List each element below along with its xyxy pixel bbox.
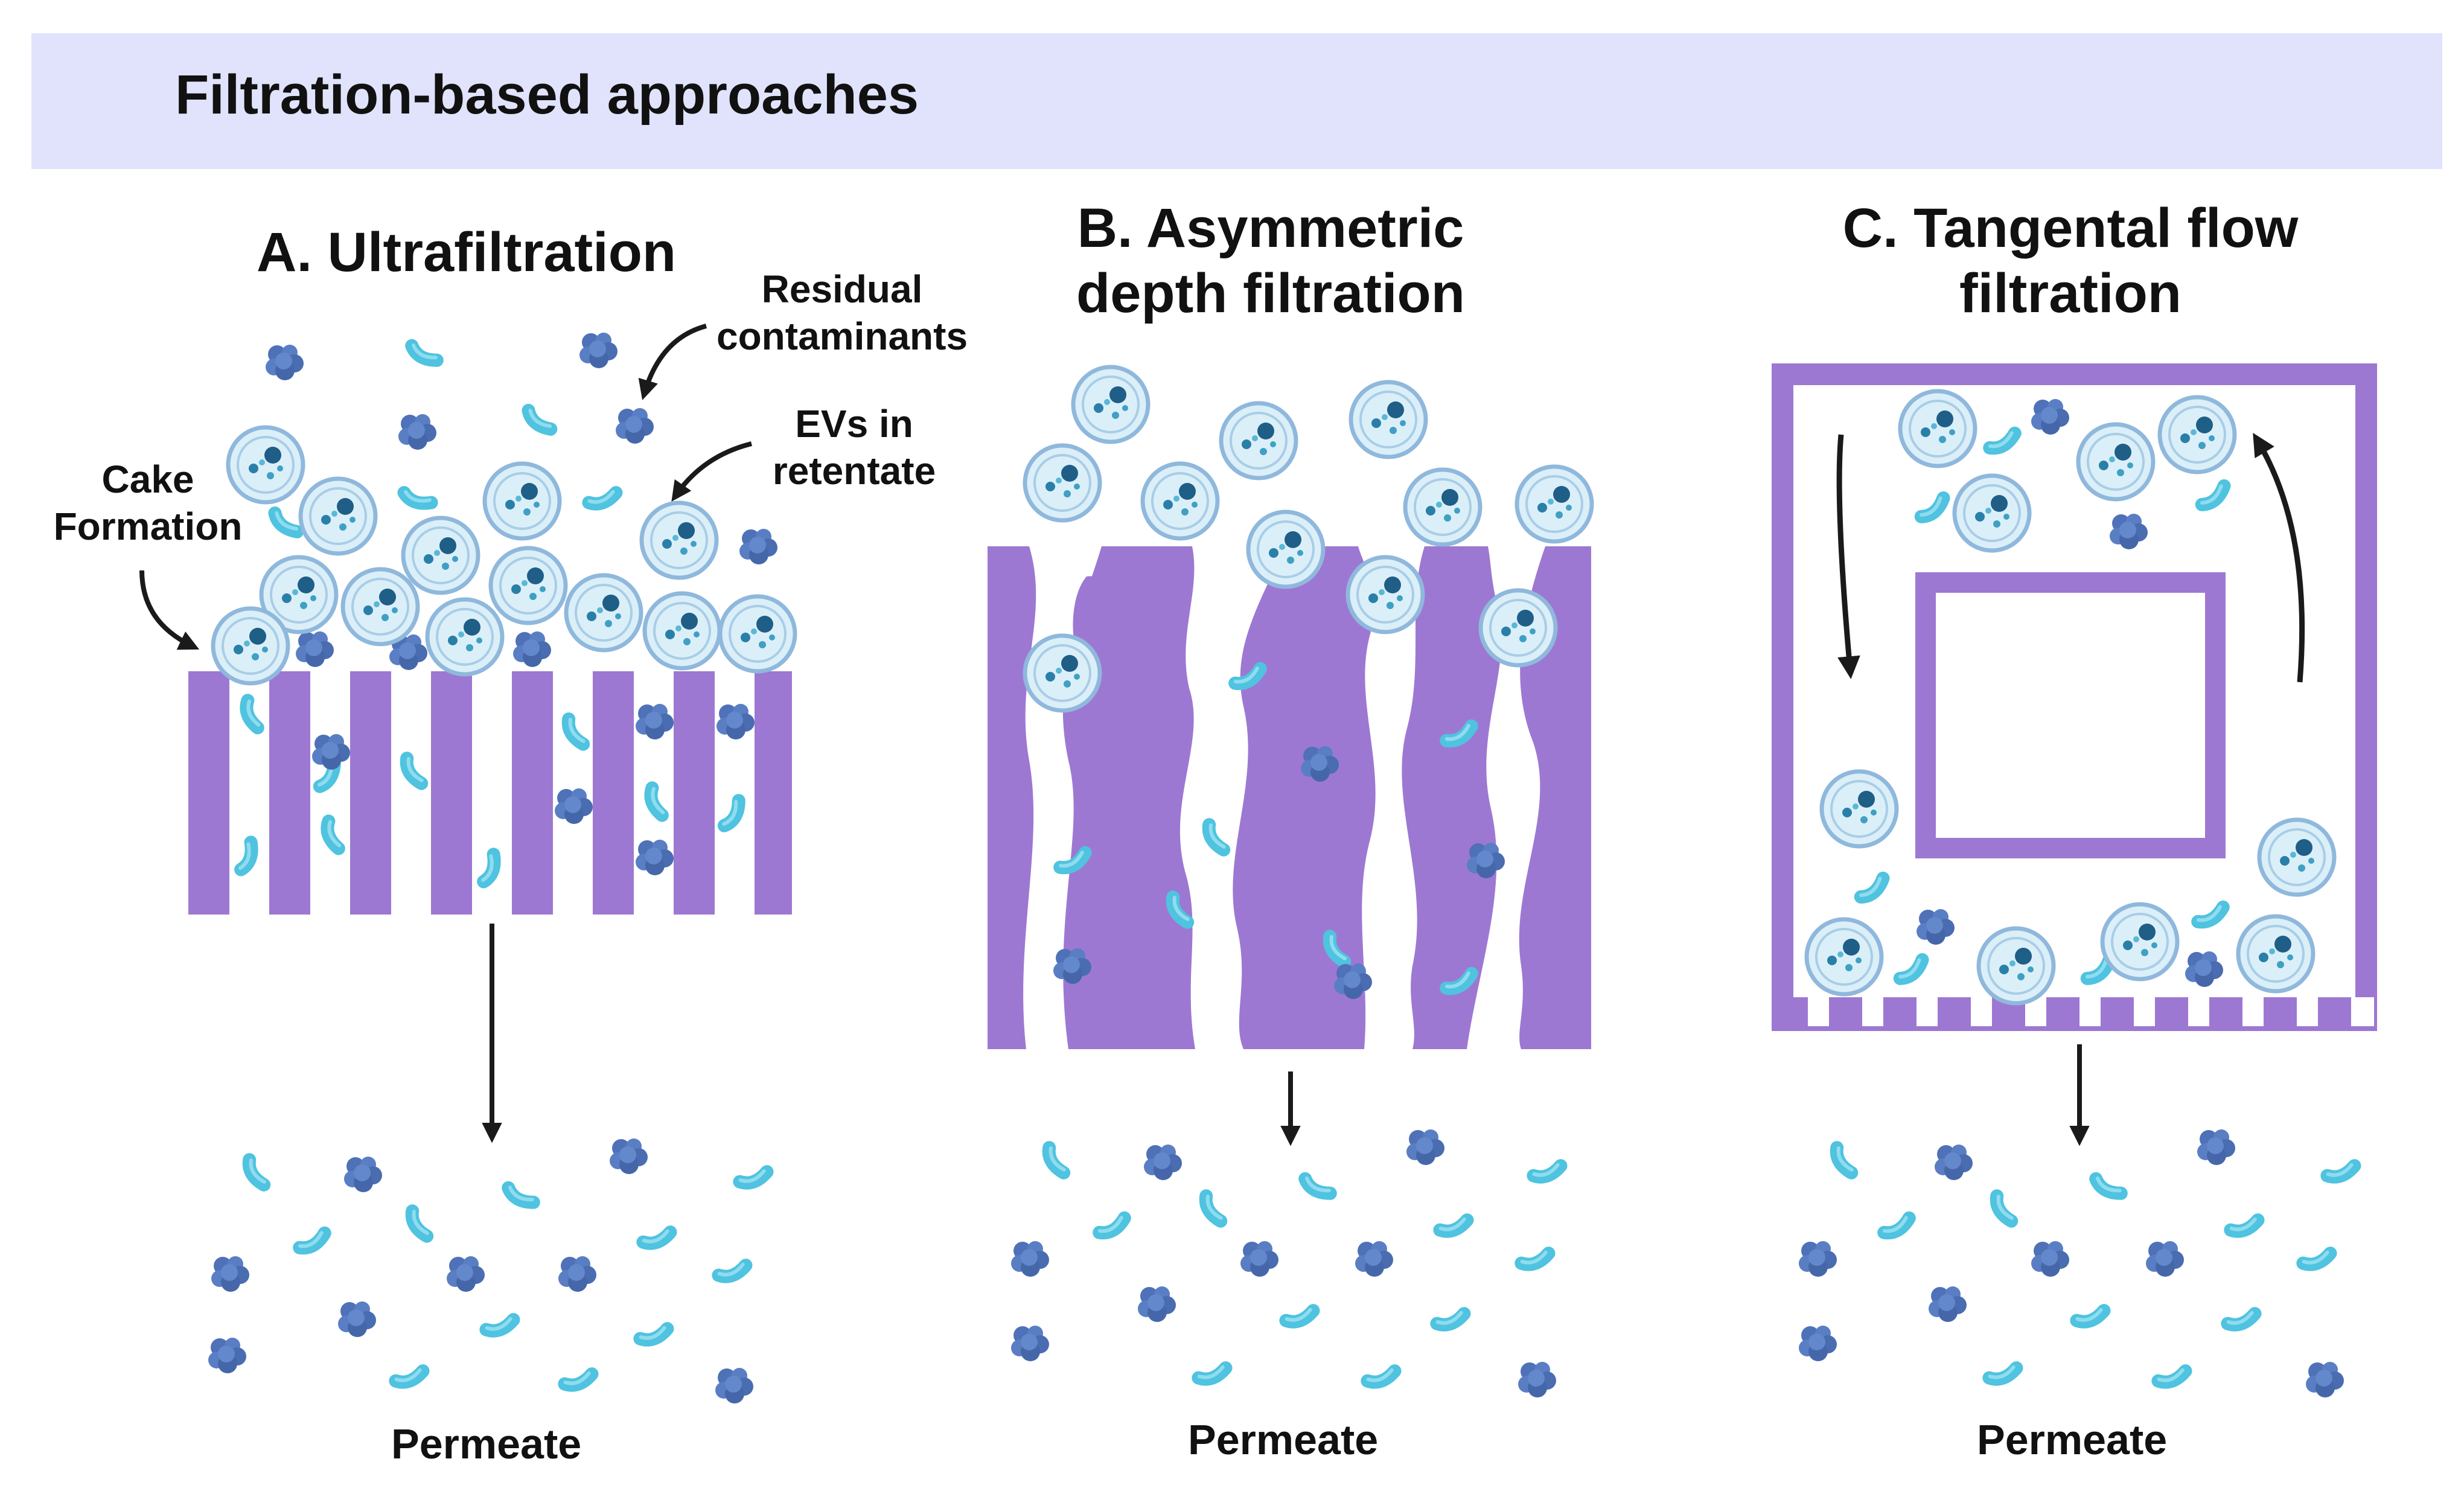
residual-arrow-icon bbox=[638, 324, 707, 400]
header-band bbox=[31, 33, 2442, 169]
panel-c-evs bbox=[1807, 391, 2334, 1003]
panel-c-particles bbox=[1860, 399, 2227, 987]
page-title: Filtration-based approaches bbox=[175, 64, 919, 126]
cake-formation-label: Cake Formation bbox=[53, 458, 243, 549]
tff-inner-block bbox=[1915, 572, 2226, 858]
panel-c-permeate-particles bbox=[1799, 1129, 2356, 1397]
panel-c-title: C. Tangental flow filtration bbox=[1842, 197, 2299, 324]
panel-b-permeate-particles bbox=[1011, 1129, 1562, 1397]
evs-in-retentate-label: EVs in retentate bbox=[772, 402, 936, 493]
panel-b-title: B. Asymmetric depth filtration bbox=[1076, 197, 1465, 324]
tff-flow-up-arrow-icon bbox=[2253, 433, 2305, 683]
panel-c-permeate-label: Permeate bbox=[1977, 1416, 2168, 1463]
panel-a-permeate-particles bbox=[208, 1138, 768, 1403]
residual-contaminants-label: Residual contaminants bbox=[716, 267, 968, 359]
evs-arrow-icon bbox=[671, 441, 752, 502]
panel-a-title: A. Ultrafiltration bbox=[257, 222, 677, 283]
cake-arrow-icon bbox=[139, 570, 200, 650]
panel-a-permeate-label: Permeate bbox=[391, 1420, 582, 1467]
panel-b-permeate-label: Permeate bbox=[1188, 1416, 1379, 1463]
tff-flow-down-arrow-icon bbox=[1836, 434, 1860, 680]
